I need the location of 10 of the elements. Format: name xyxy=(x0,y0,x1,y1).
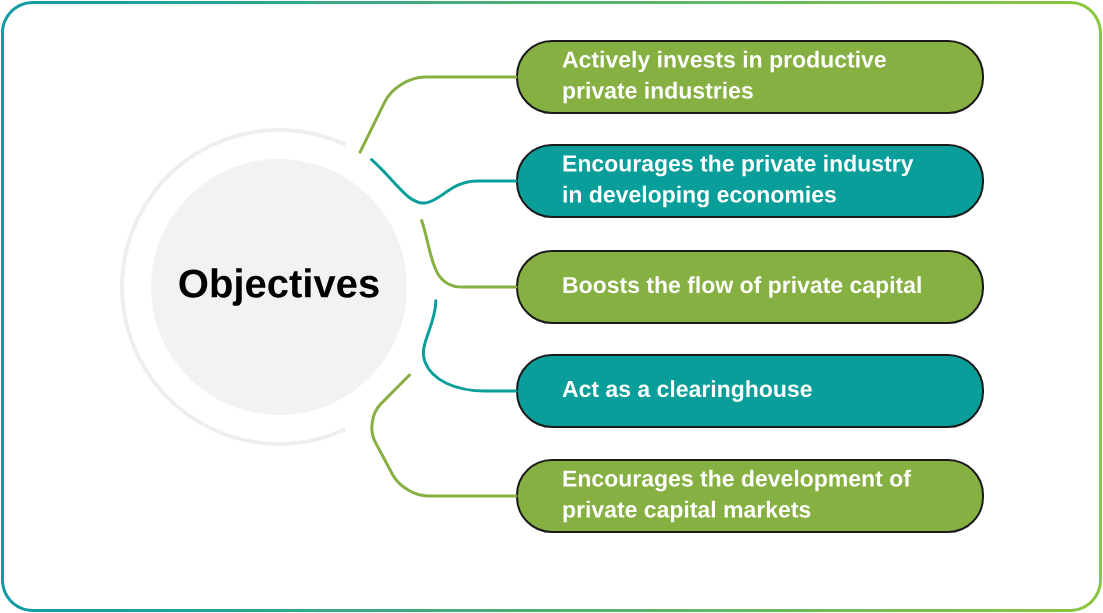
rounded-box: Actively invests in productive private industries xyxy=(516,40,984,114)
connector-line xyxy=(370,158,518,205)
rounded-box: Boosts the flow of private capital xyxy=(516,250,984,324)
connector-line xyxy=(421,299,518,393)
rounded-box: Act as a clearinghouse xyxy=(516,354,984,428)
rounded-box: Encourages the development of private capital markets xyxy=(516,459,984,533)
rounded-box: Encourages the private industry in developing economies xyxy=(516,144,984,218)
connector-line xyxy=(358,75,518,154)
connector-line xyxy=(370,373,518,498)
connector-line xyxy=(420,219,518,289)
